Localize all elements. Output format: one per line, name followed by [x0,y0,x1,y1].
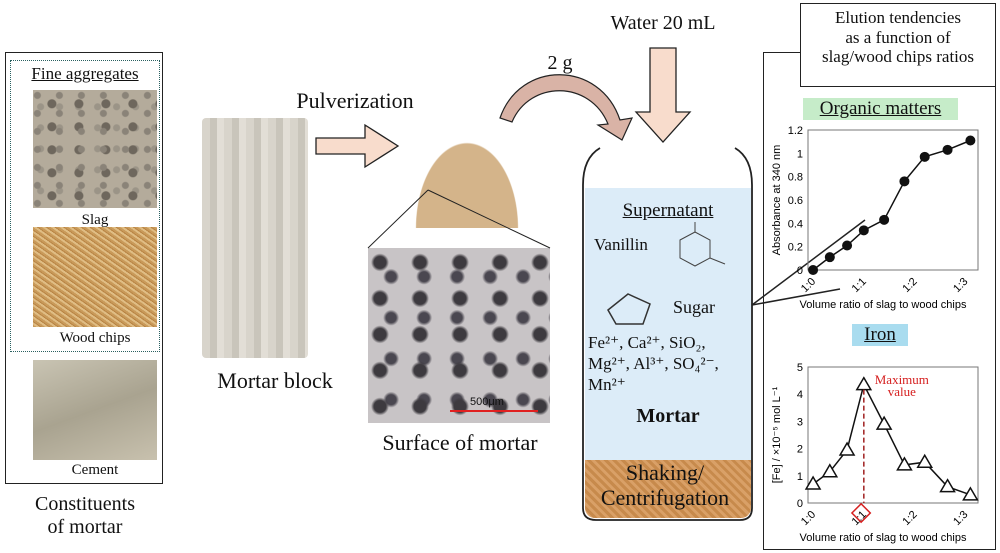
data-point [896,456,913,471]
data-point [842,240,853,251]
scale-bar-label: 500μm [470,396,504,408]
constituents-panel [5,52,163,484]
curved-arrow [499,74,634,141]
fine-aggregates-group [10,60,160,352]
data-point [916,453,934,468]
x-tick-label: 1:2 [900,276,919,295]
max-value-label: value [888,384,916,399]
results-title: Elution tendencies as a function of slag… [800,3,996,87]
data-point [808,265,819,275]
zoom-line [367,189,429,249]
supernatant-label: Supernatant [622,200,714,221]
y-axis-label: Absorbance at 340 nm [771,145,783,256]
amount-label: 2 g [547,52,573,74]
y-tick-label: 5 [797,362,803,374]
surface-label: Surface of mortar [382,430,538,455]
data-point [919,151,930,162]
x-axis-label: Volume ratio of slag to wood chips [800,299,967,311]
fine-aggregates-title: Fine aggregates [31,64,139,83]
max-value-label: Maximum [875,372,929,387]
x-tick-label: 1:3 [951,509,970,528]
ions-line-1: Fe²⁺, Ca²⁺, SiO₂, [588,333,706,352]
vanillin-structure [679,222,726,267]
y-tick-label: 2 [797,444,803,456]
y-tick-label: 0.6 [788,195,803,207]
y-tick-label: 0.8 [788,172,803,184]
scale-bar [450,410,538,412]
x-tick-label: 1:1 [850,276,869,295]
pulverization-label: Pulverization [296,88,414,113]
data-point [899,176,910,187]
iron-label: Iron [852,324,908,346]
x-tick-label: 1:0 [799,276,818,295]
data-point [942,144,953,155]
y-tick-label: 4 [797,389,803,401]
water-label: Water 20 mL [610,12,716,34]
y-tick-label: 1.2 [788,125,803,137]
x-axis-label: Volume ratio of slag to wood chips [800,532,967,544]
mortar-surface-photo [368,248,550,423]
shaking-label: Shaking/ Centrifugation [600,460,730,511]
water-arrow [634,47,692,143]
sugar-structure [607,293,651,325]
mortar-layer-label: Mortar [636,405,700,427]
data-point [804,475,822,490]
x-tick-label: 1:3 [951,276,970,295]
y-tick-label: 3 [797,416,803,428]
supernatant-region [585,188,751,460]
data-point [821,463,839,478]
y-axis-label: [Fe] / ×10⁻⁵ mol L⁻¹ [771,386,783,483]
data-point [965,135,976,146]
data-point [879,214,890,225]
slag-label: Slag [81,212,109,228]
series-line [812,139,971,271]
y-tick-label: 1 [797,148,803,160]
data-point [855,376,873,391]
y-tick-label: 0 [797,265,803,277]
wood-chips-photo [33,227,157,327]
organic-matters-label: Organic matters [803,98,958,120]
series-line [812,382,971,496]
vanillin-label: Vanillin [594,235,648,254]
powder-photo [402,120,532,228]
x-tick-label: 1:2 [900,509,919,528]
tube-outline [582,147,753,521]
pulverization-arrow [315,123,400,169]
cement-label: Cement [71,462,119,478]
mortar-block-label: Mortar block [217,368,333,393]
data-point [858,225,869,236]
mortar-sediment [585,460,751,518]
data-point [962,486,979,501]
data-point [875,415,893,430]
ions-line-3: Mn²⁺ [588,375,626,394]
highlight-box [850,502,872,524]
sugar-label: Sugar [673,297,715,317]
y-tick-label: 0.2 [788,242,803,254]
ions-line-2: Mg²⁺, Al³⁺, SO₄²⁻, [588,354,719,373]
cement-photo [33,360,157,460]
y-tick-label: 0.4 [788,218,803,230]
plot-area [807,129,979,271]
slag-photo [33,90,157,208]
zoom-line [427,189,551,249]
plot-area [807,366,979,504]
data-point [824,252,835,263]
y-tick-label: 1 [797,471,803,483]
mortar-block-photo [202,118,308,358]
y-tick-label: 0 [797,498,803,510]
x-tick-label: 1:0 [799,509,818,528]
data-point [838,441,856,456]
wood-chips-label: Wood chips [59,330,131,346]
data-point [939,478,956,493]
constituents-caption: Constituents of mortar [34,493,135,538]
